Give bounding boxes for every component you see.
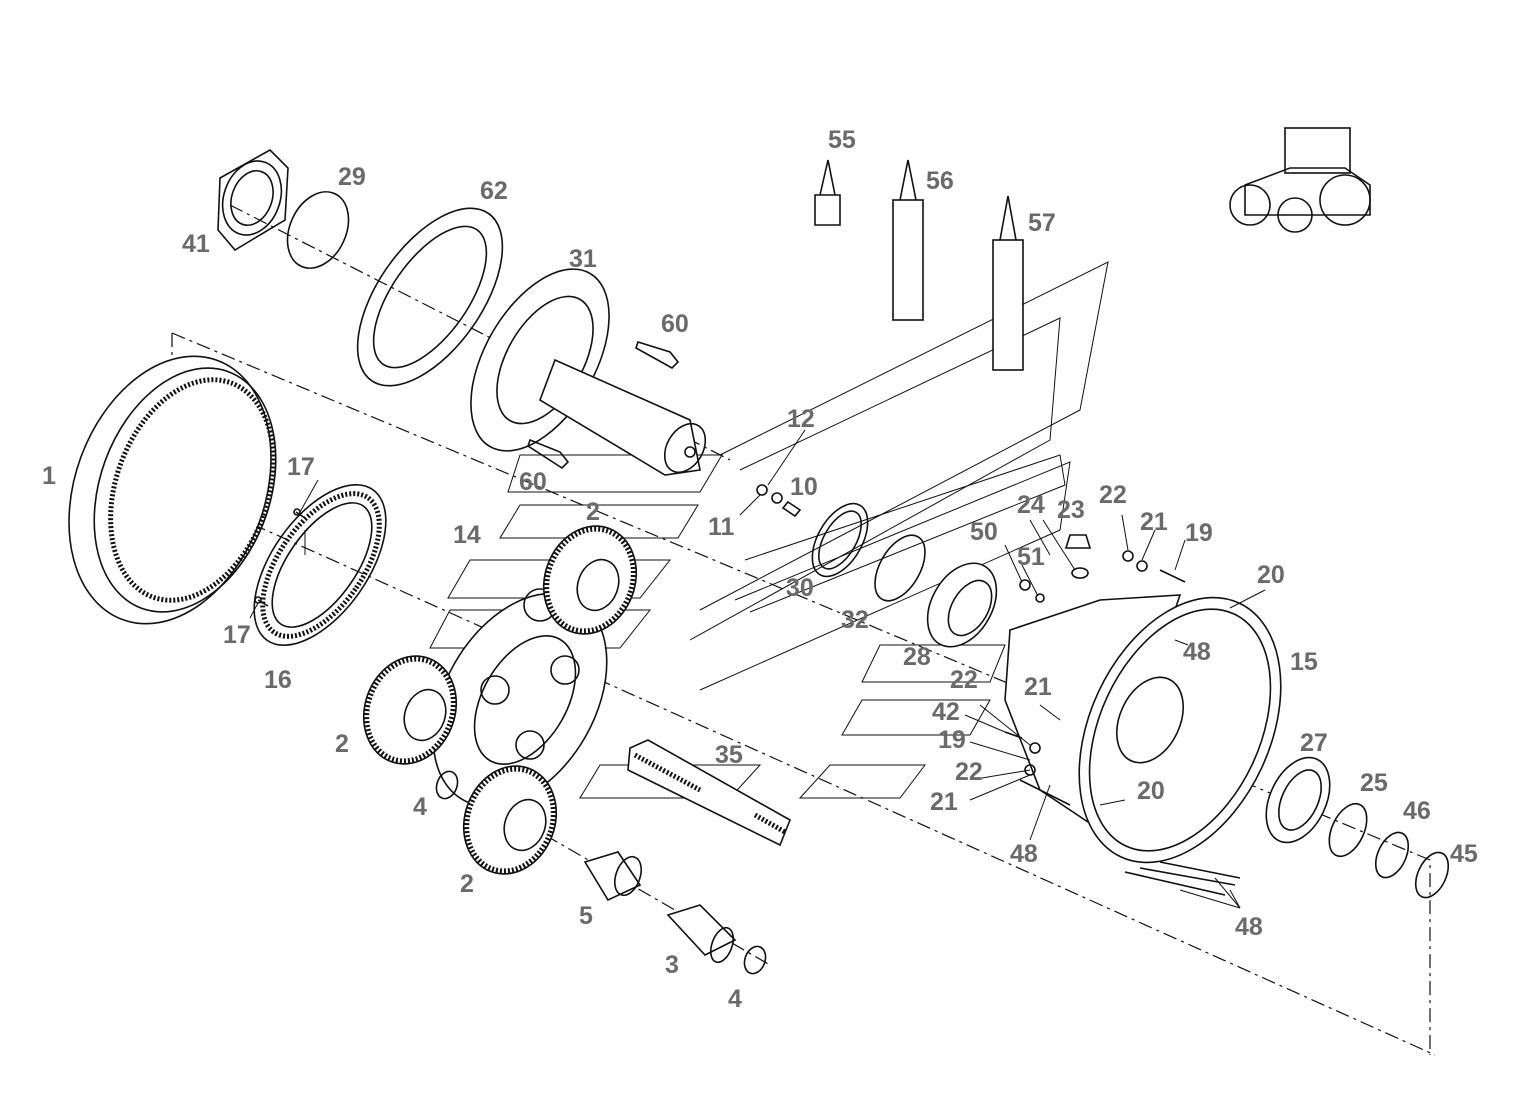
callout-5: 5: [579, 902, 593, 930]
callout-28: 28: [903, 643, 931, 671]
callout-4: 4: [728, 985, 742, 1013]
part-31-hub-shaft: [470, 268, 707, 476]
callout-21: 21: [1140, 508, 1168, 536]
callout-48: 48: [1183, 638, 1211, 666]
callout-11: 11: [708, 513, 735, 541]
callout-41: 41: [182, 230, 210, 258]
callout-2: 2: [586, 498, 600, 526]
tractor-icon: [1229, 127, 1371, 233]
callout-labels: 1 2 2 2 3 4 4 5 10 11 12 14 15 16 17 17 …: [42, 126, 1478, 1013]
callout-45: 45: [1450, 840, 1478, 868]
callout-60: 60: [519, 468, 547, 496]
callout-50: 50: [970, 518, 998, 546]
leader-lines: [249, 429, 1266, 909]
part-4-snap-rings: [435, 770, 767, 975]
callout-19: 19: [1185, 519, 1213, 547]
part-1-ring-gear: [68, 355, 277, 625]
callout-62: 62: [480, 177, 508, 205]
callout-25: 25: [1360, 769, 1388, 797]
callout-2: 2: [335, 730, 349, 758]
part-45-snap-ring: [1414, 851, 1450, 899]
callout-30: 30: [786, 574, 814, 602]
callout-2: 2: [460, 870, 474, 898]
part-27-bearing: [1265, 756, 1331, 844]
part-3-pin: [666, 904, 737, 964]
part-60-bolts: [527, 341, 680, 470]
callout-3: 3: [665, 951, 679, 979]
callout-19: 19: [938, 726, 966, 754]
callout-48: 48: [1010, 840, 1038, 868]
callout-17: 17: [223, 621, 251, 649]
subassembly-frames: [429, 261, 1109, 799]
part-35-sun-shaft: [627, 739, 792, 847]
part-55-sealant-bottle: [814, 159, 841, 226]
part-16-tone-ring: [253, 483, 387, 647]
part-23-24-50-51-plugs: [1019, 534, 1092, 603]
callout-15: 15: [1290, 648, 1318, 676]
callout-32: 32: [841, 606, 869, 634]
callout-42: 42: [932, 698, 960, 726]
callout-23: 23: [1057, 496, 1085, 524]
callout-22: 22: [950, 666, 978, 694]
part-5-bushing: [583, 851, 642, 902]
callout-14: 14: [453, 521, 481, 549]
part-32-ring: [874, 534, 926, 602]
callout-48: 48: [1235, 913, 1263, 941]
callout-35: 35: [715, 741, 743, 769]
callout-60: 60: [661, 310, 689, 338]
callout-27: 27: [1300, 729, 1328, 757]
callout-1: 1: [42, 462, 56, 490]
part-41-seal-flange: [217, 149, 289, 252]
part-30-seal: [811, 502, 869, 578]
callout-20: 20: [1257, 561, 1285, 589]
part-62-gasket: [356, 207, 504, 387]
callout-29: 29: [338, 163, 366, 191]
callout-46: 46: [1403, 797, 1431, 825]
part-25-ring: [1328, 802, 1368, 858]
callout-17: 17: [287, 453, 315, 481]
part-46-ring: [1374, 831, 1410, 879]
callout-51: 51: [1017, 543, 1045, 571]
callout-31: 31: [569, 245, 597, 273]
part-29-o-ring: [286, 191, 350, 269]
part-28-bearing: [926, 562, 998, 648]
callout-22: 22: [955, 758, 983, 786]
part-10-11-12-fittings: [756, 484, 802, 518]
part-19-21-22-48-bolts: [1004, 550, 1241, 896]
callout-24: 24: [1017, 491, 1045, 519]
callout-16: 16: [264, 666, 292, 694]
callout-57: 57: [1028, 209, 1056, 237]
callout-21: 21: [1024, 673, 1052, 701]
callout-21: 21: [930, 788, 958, 816]
callout-55: 55: [828, 126, 856, 154]
callout-22: 22: [1099, 481, 1127, 509]
part-57-sealant-tube: [992, 195, 1024, 371]
callout-4: 4: [413, 793, 427, 821]
part-15-housing: [1004, 594, 1282, 864]
part-2-planet-gears: [362, 525, 638, 875]
callout-10: 10: [790, 473, 818, 501]
callout-20: 20: [1137, 777, 1165, 805]
callout-12: 12: [787, 405, 815, 433]
callout-56: 56: [926, 167, 954, 195]
part-56-sealant-tube: [892, 159, 924, 321]
